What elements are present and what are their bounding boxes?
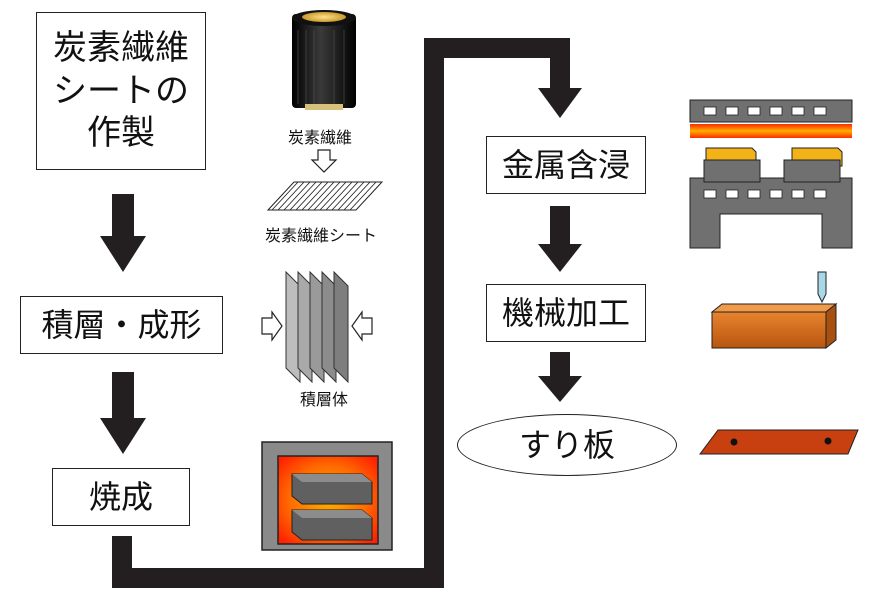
label-fiber: 炭素繊維 (287, 128, 352, 147)
label-laminate: 積層体 (299, 390, 348, 409)
hollow-arrow-down-icon (310, 149, 338, 173)
label-fiber-sheet: 炭素繊維シート (264, 226, 377, 245)
step-carbon-sheet: 炭素繊維 シートの 作製 (36, 12, 206, 170)
fiber-sheet-icon (266, 181, 384, 211)
step-carbon-sheet-line-1: 炭素繊維 (53, 28, 189, 69)
arrow-down-4 (538, 206, 582, 272)
finished-plate-icon (699, 429, 859, 455)
step-machining: 機械加工 (486, 284, 646, 342)
hollow-arrow-right-icon (261, 310, 283, 342)
connector-line (112, 38, 570, 588)
machining-tool-icon (710, 271, 838, 350)
arrow-down-3-head (538, 88, 582, 118)
arrow-down-2 (100, 372, 146, 454)
impregnation-press-icon (689, 99, 853, 249)
step-carbon-sheet-line-3: 作製 (87, 113, 155, 154)
hollow-arrow-left-icon (351, 310, 373, 342)
arrow-down-5 (538, 352, 582, 402)
laminate-stack-icon (285, 270, 349, 384)
step-lamination: 積層・成形 (20, 296, 223, 354)
fiber-spool-icon (292, 10, 356, 110)
furnace-icon (261, 441, 393, 551)
step-firing: 焼成 (52, 468, 190, 526)
step-product: すり板 (457, 414, 677, 476)
step-carbon-sheet-line-2: シートの (53, 70, 189, 111)
step-metal-impregnation: 金属含浸 (486, 136, 646, 194)
arrow-down-1 (100, 194, 146, 272)
